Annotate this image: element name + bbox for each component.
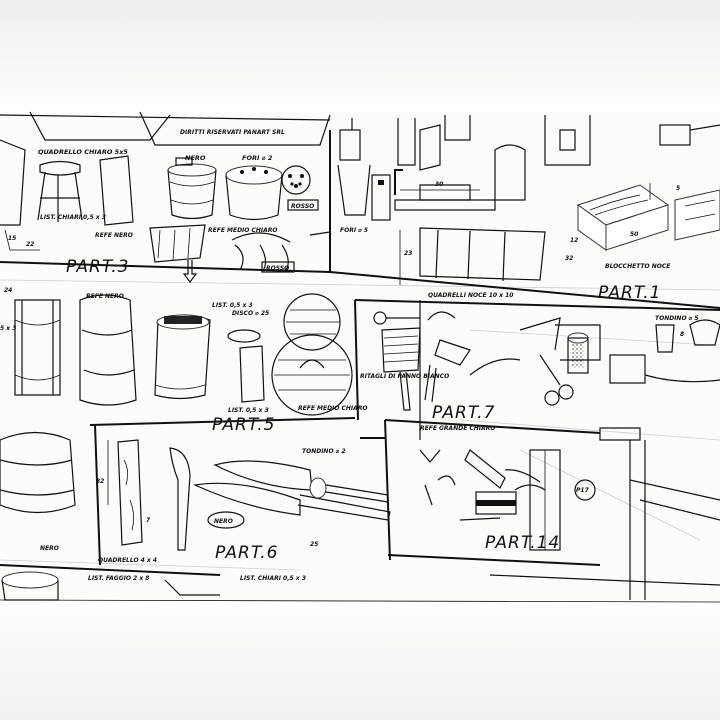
part-3-title: PART.3 xyxy=(66,257,129,277)
label-tondino-2: TONDINO ⌀ 2 xyxy=(302,448,346,455)
dim-50: 50 xyxy=(630,231,638,238)
label-fori2: FORI ⌀ 2 xyxy=(242,154,273,162)
nero-knife-tag: NERO xyxy=(207,511,245,529)
label-blocchetto: BLOCCHETTO NOCE xyxy=(605,263,671,270)
dim-7: 7 xyxy=(146,517,151,524)
part-7-title: PART.7 xyxy=(432,403,495,423)
label-rosso-1: ROSSO xyxy=(291,203,314,210)
part3-barrel xyxy=(167,157,319,221)
dim-22: 22 xyxy=(26,241,34,248)
part1-drawings xyxy=(337,115,720,285)
copyright-text: DIRITTI RISERVATI PANART SRL xyxy=(180,129,285,136)
label-refe-medio-chiaro-2: REFE MEDIO CHIARO xyxy=(298,405,368,412)
label-quadrelli-noce: QUADRELLI NOCE 10 x 10 xyxy=(428,292,513,299)
part14-labels: P17 PART.14 xyxy=(485,487,590,553)
ghost-lines xyxy=(0,279,720,571)
part-6-title: PART.6 xyxy=(215,543,278,563)
label-rosso-2: ROSSO xyxy=(266,265,289,272)
dim-12: 12 xyxy=(570,237,578,244)
label-tondino-5: TONDINO ⌀ 5 xyxy=(655,315,699,322)
label-refe-medio-chiaro: REFE MEDIO CHIARO xyxy=(208,227,278,234)
dim-15: 15 xyxy=(8,235,16,242)
panel-borders xyxy=(0,114,720,576)
dim-5: 5 xyxy=(676,185,680,192)
part3-stool xyxy=(0,139,134,251)
dim-24: 24 xyxy=(4,287,12,294)
part-14-title: PART.14 xyxy=(485,533,560,553)
part5-drawings xyxy=(154,293,353,416)
label-quadrello-4x4: QUADRELLO 4 x 4 xyxy=(98,557,157,564)
label-fori5: FORI ⌀ 5 xyxy=(340,227,368,234)
dim-5x3: 5 x 3 xyxy=(0,325,16,332)
part-5-title: PART.5 xyxy=(212,415,275,435)
left-mid-drawings xyxy=(0,294,137,601)
label-disco-25: DISCO ⌀ 25 xyxy=(232,310,269,317)
label-quadrello-chiaro: QUADRELLO CHIARO 5x5 xyxy=(38,148,128,156)
part3-labels: QUADRELLO CHIARO 5x5 NERO FORI ⌀ 2 ROSSO… xyxy=(8,148,314,277)
bottom-strip: LIST. FAGGIO 2 x 8 LIST. CHIARI 0,5 x 3 xyxy=(0,574,720,603)
label-ritagli: RITAGLI DI PANNO BIANCO xyxy=(360,373,449,380)
paper xyxy=(0,112,720,602)
part6-drawings xyxy=(107,439,391,551)
dim-30: 30 xyxy=(435,181,443,188)
label-refe-nero-2: REFE NERO xyxy=(86,293,124,300)
copyright-box: DIRITTI RISERVATI PANART SRL xyxy=(29,111,331,146)
part-1-title: PART.1 xyxy=(598,283,661,303)
dim-25: 25 xyxy=(310,541,318,548)
dim-23: 23 xyxy=(404,250,412,257)
blurred-top-band xyxy=(0,0,720,115)
label-list-faggio: LIST. FAGGIO 2 x 8 xyxy=(88,575,149,582)
label-refe-grande: REFE GRANDE CHIARO xyxy=(420,425,495,432)
label-nero-top: NERO xyxy=(185,154,206,162)
label-p17: P17 xyxy=(576,487,590,494)
label-list-chiari-b: LIST. CHIARI 0,5 x 3 xyxy=(240,575,306,582)
label-nero-bottom: NERO xyxy=(40,545,59,552)
part7-labels: RITAGLI DI PANNO BIANCO REFE GRANDE CHIA… xyxy=(360,315,699,432)
left-mid-labels: 24 5 x 3 REFE NERO NERO xyxy=(0,287,124,552)
dim-32: 32 xyxy=(565,255,573,262)
part7-drawings xyxy=(373,311,720,411)
part1-labels: FORI ⌀ 5 30 23 12 32 5 50 BLOCCHETTO NOC… xyxy=(340,181,680,303)
label-list-053-c: LIST. 0,5 x 3 xyxy=(228,407,269,414)
label-nero-knife: NERO xyxy=(214,518,233,525)
label-refe-nero-1: REFE NERO xyxy=(95,232,133,239)
part5-labels: LIST. 0,5 x 3 DISCO ⌀ 25 LIST. 0,5 x 3 R… xyxy=(212,302,368,435)
part14-drawings xyxy=(419,427,720,600)
dim-32b: 32 xyxy=(96,478,104,485)
part3-lower xyxy=(149,224,331,283)
blurred-bottom-band xyxy=(0,600,720,720)
label-list-chiari: LIST. CHIARI 0,5 x 3 xyxy=(40,214,106,221)
label-list-053-b: LIST. 0,5 x 3 xyxy=(212,302,253,309)
dim-8: 8 xyxy=(680,331,684,338)
part6-labels: TONDINO ⌀ 2 32 7 NERO 25 QUADRELLO 4 x 4… xyxy=(96,448,346,564)
